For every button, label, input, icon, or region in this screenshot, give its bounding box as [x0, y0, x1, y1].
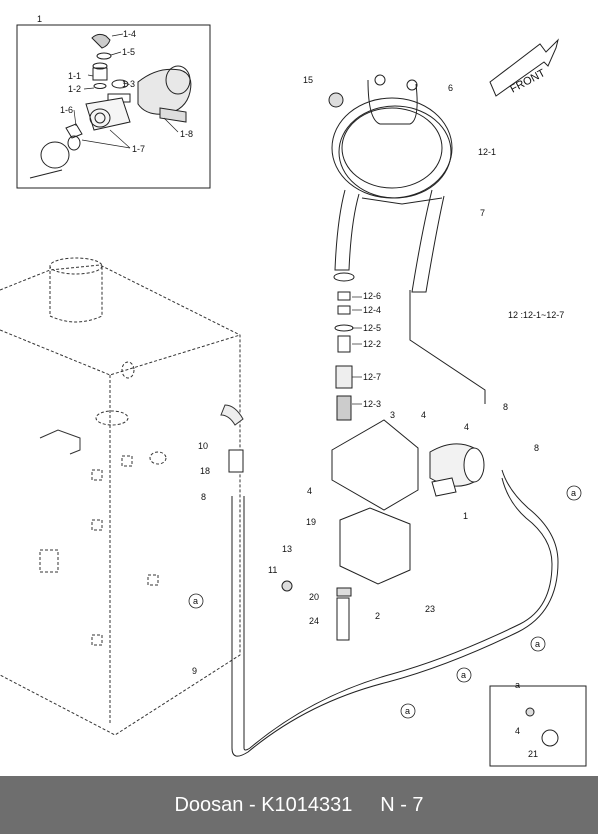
label-15: 15	[303, 75, 313, 85]
pump-bracket	[331, 419, 485, 585]
label-4-d: 4	[515, 726, 520, 736]
fuel-tank	[0, 257, 241, 736]
label-4-a: 4	[421, 410, 426, 420]
label-24: 24	[309, 616, 319, 626]
label-7: 7	[480, 208, 485, 218]
callout-a-4: a	[461, 670, 466, 680]
label-1: 1	[463, 511, 468, 521]
coil-hose	[331, 74, 453, 293]
fitting-stack	[333, 272, 355, 421]
label-1-8: 1-8	[180, 129, 193, 139]
label-1-7: 1-7	[132, 144, 145, 154]
callout-a-3: a	[535, 639, 540, 649]
inset-box	[16, 24, 211, 189]
front-arrow: FRONT	[489, 38, 559, 97]
label-12-1: 12-1	[478, 147, 496, 157]
label-12-6: 12-6	[363, 291, 381, 301]
label-1-1: 1-1	[68, 71, 81, 81]
label-1-3: 1-3	[122, 79, 135, 89]
callout-a-1: a	[193, 596, 198, 606]
label-23: 23	[425, 604, 435, 614]
label-8-right: 8	[534, 443, 539, 453]
label-4-c: 4	[307, 486, 312, 496]
footer-spacer	[352, 794, 380, 817]
label-1-2: 1-2	[68, 84, 81, 94]
label-8-top: 8	[503, 402, 508, 412]
label-6: 6	[448, 83, 453, 93]
label-2: 2	[375, 611, 380, 621]
footer-page: N - 7	[380, 793, 424, 816]
label-12-7: 12-7	[363, 372, 381, 382]
label-18: 18	[200, 466, 210, 476]
label-21: 21	[528, 749, 538, 759]
parts-diagram: 1 1-4 1-5 1-1 1-2 1-3 1-6 1-7 1-8	[0, 14, 587, 767]
label-12-5: 12-5	[363, 323, 381, 333]
label-1-5: 1-5	[122, 47, 135, 57]
callout-a-5: a	[405, 706, 410, 716]
nut-15	[328, 92, 344, 108]
filter-assembly-inset	[29, 33, 192, 179]
detail-box-a	[489, 685, 587, 767]
label-4-b: 4	[464, 422, 469, 432]
footer-brand: Doosan	[174, 793, 244, 816]
note-12: 12 :12-1~12-7	[508, 310, 564, 320]
inset-label: 1	[37, 14, 42, 24]
footer-separator: -	[243, 793, 262, 816]
label-20: 20	[309, 592, 319, 602]
callout-a-circles	[188, 485, 582, 719]
footer-bar: Doosan - K1014331 N - 7	[0, 776, 598, 834]
label-12-2: 12-2	[363, 339, 381, 349]
footer-part-number: K1014331	[261, 793, 353, 816]
label-13: 13	[282, 544, 292, 554]
detail-header: a	[515, 680, 520, 690]
label-1-6: 1-6	[60, 105, 73, 115]
label-12-4: 12-4	[363, 305, 381, 315]
label-19: 19	[306, 517, 316, 527]
label-3: 3	[390, 410, 395, 420]
label-10: 10	[198, 441, 208, 451]
label-8-left: 8	[201, 492, 206, 502]
callout-a-2: a	[571, 488, 576, 498]
label-11: 11	[268, 565, 277, 575]
label-9: 9	[192, 666, 197, 676]
fuel-lines	[231, 290, 559, 757]
label-1-4: 1-4	[123, 29, 136, 39]
label-12-3: 12-3	[363, 399, 381, 409]
